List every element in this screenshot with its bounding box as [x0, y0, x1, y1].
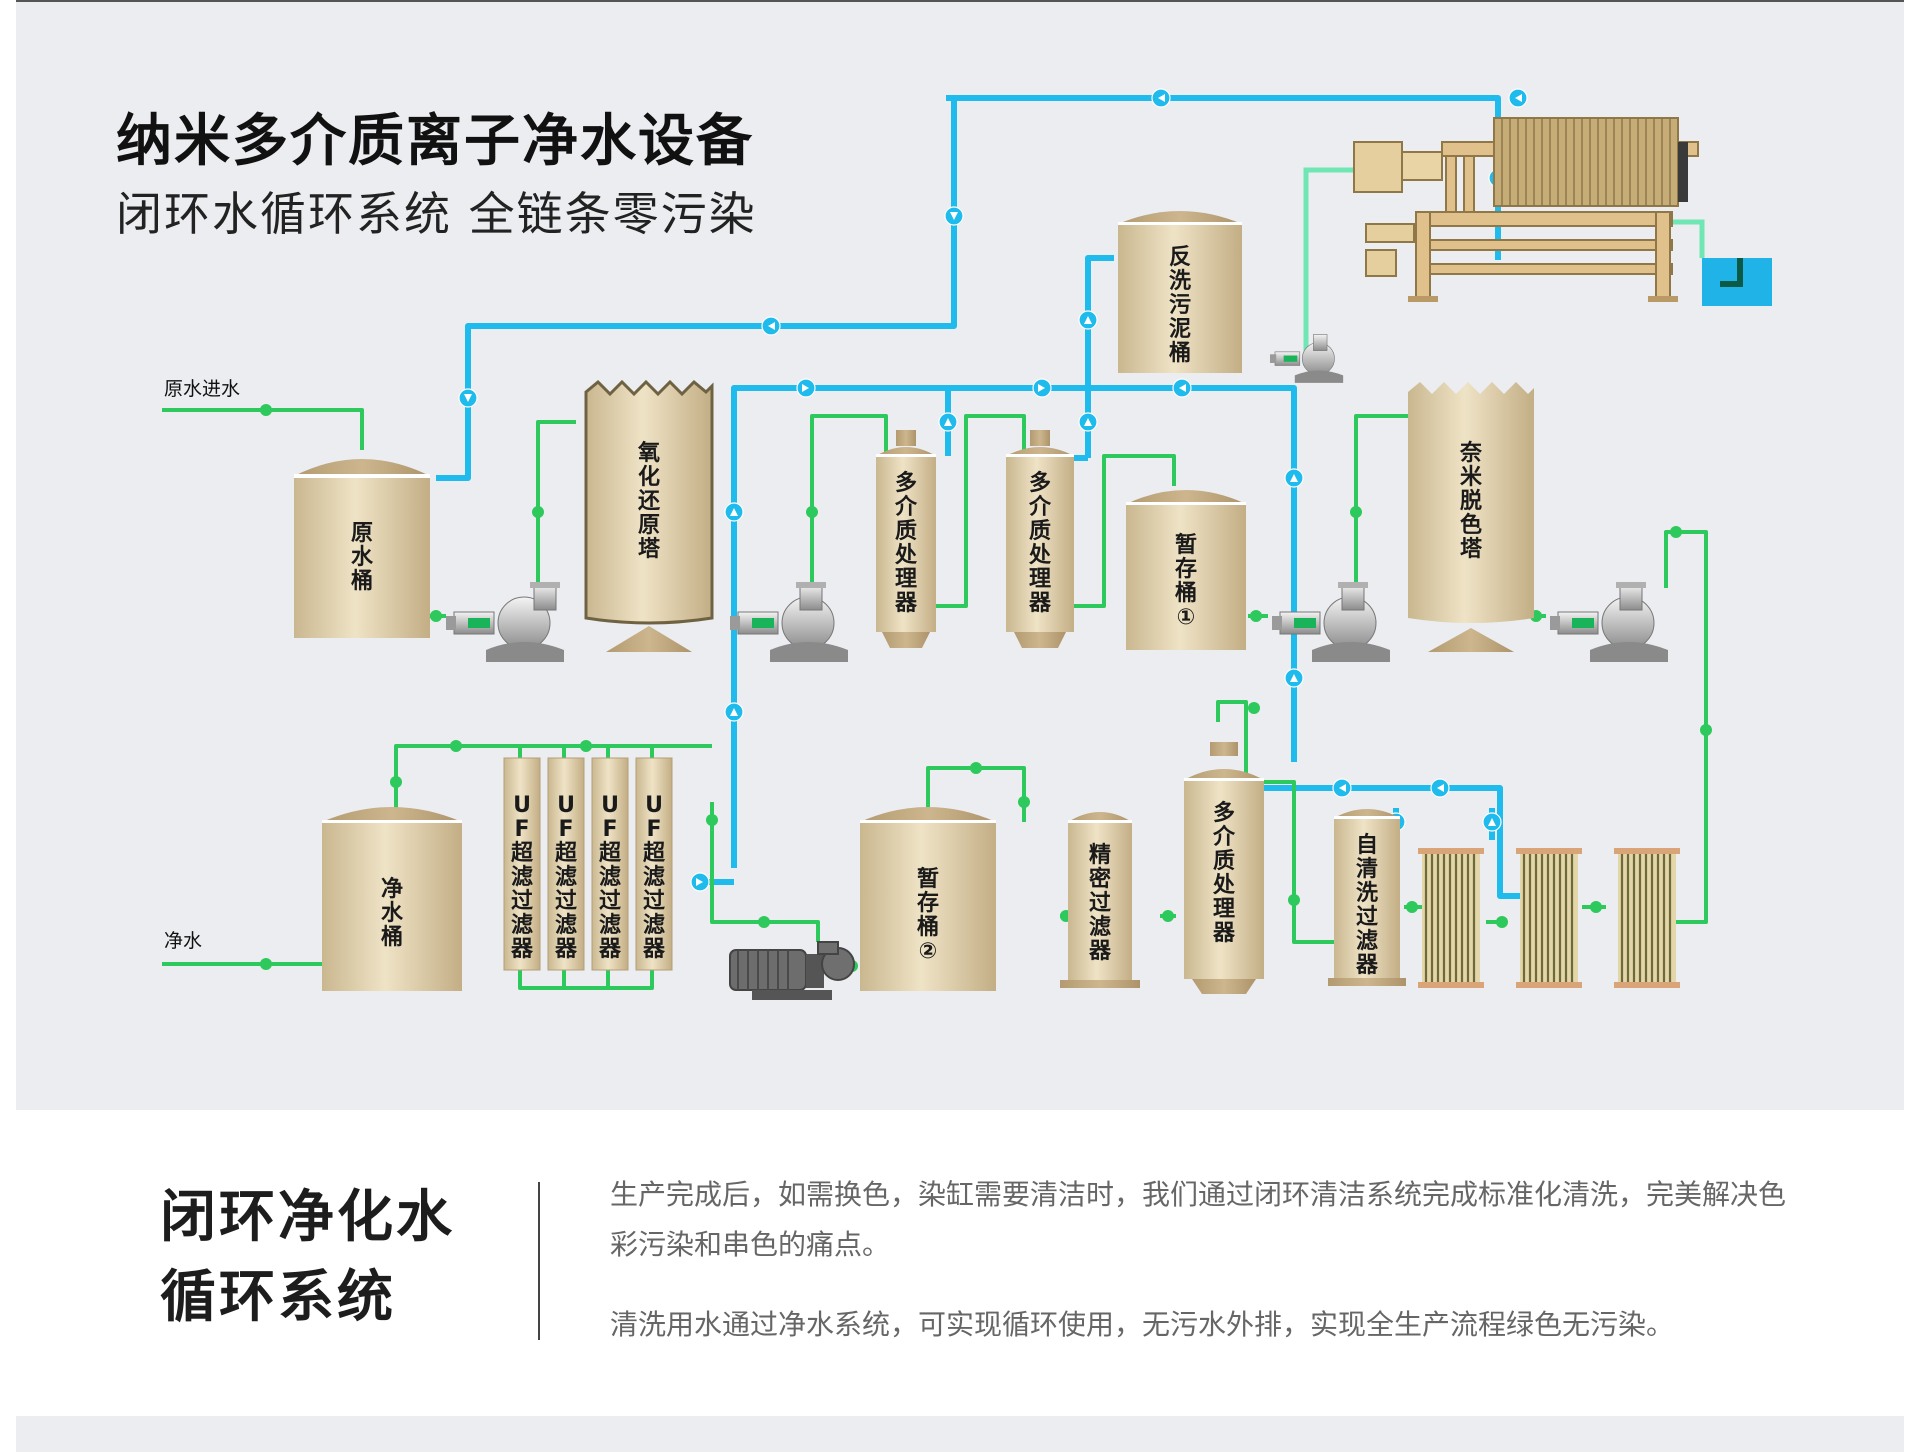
section-heading: 闭环净化水 循环系统	[160, 1178, 455, 1338]
flow-arrow-heads-blue	[464, 94, 1522, 886]
equipment-label-buffer-1: 暂存桶①	[1174, 533, 1197, 630]
equipment-label-uf-3: UF超滤过滤器	[598, 793, 621, 962]
equipment-label-media-1: 多介质处理器	[894, 471, 917, 616]
raw-inlet-label: 原水进水	[164, 378, 241, 400]
diagram-canvas	[162, 88, 1772, 1000]
uf-filters	[503, 757, 673, 971]
section-divider	[538, 1182, 540, 1340]
equipment-label-media-3: 多介质处理器	[1212, 801, 1235, 946]
description-section: 闭环净化水 循环系统 生产完成后，如需换色，染缸需要清洁时，我们通过闭环清洁系统…	[0, 1110, 1920, 1416]
equipment-label-backwash-tank: 反洗污泥桶	[1168, 245, 1191, 366]
self-clean-filter	[1328, 809, 1406, 986]
collection-tank	[1702, 258, 1772, 306]
centrifugal-pumps	[446, 334, 1668, 662]
membrane-modules	[1418, 848, 1680, 988]
redox-tower	[584, 379, 714, 652]
equipment-label-clean-tank: 净水桶	[380, 877, 403, 950]
precision-filter	[1060, 812, 1140, 988]
buffer-tank-2	[860, 807, 996, 991]
description-paragraph-1: 生产完成后，如需换色，染缸需要清洁时，我们通过闭环清洁系统完成标准化清洗，完美解…	[610, 1178, 1787, 1261]
backwash-tank	[1118, 211, 1242, 373]
section-heading-line1: 闭环净化水	[160, 1185, 455, 1250]
equipment-label-buffer-2: 暂存桶②	[916, 867, 939, 964]
description-paragraph-2: 清洗用水通过净水系统，可实现循环使用，无污水外排，实现全生产流程绿色无污染。	[610, 1308, 1675, 1341]
equipment-label-nano-tower: 奈米脱色塔	[1459, 441, 1482, 562]
buffer-tank-1	[1126, 490, 1246, 650]
top-rule	[16, 0, 1904, 2]
equipment-label-uf-2: UF超滤过滤器	[554, 793, 577, 962]
clean-tank	[322, 807, 462, 991]
equipment-label-precision: 精密过滤器	[1088, 843, 1111, 964]
page-subtitle: 闭环水循环系统 全链条零污染	[116, 187, 757, 241]
motor-pump	[729, 941, 855, 1000]
media-processor-1	[876, 430, 936, 648]
process-diagram: 纳米多介质离子净水设备 闭环水循环系统 全链条零污染 原水进水 净水 原水桶 氧化…	[16, 2, 1904, 1110]
page-title: 纳米多介质离子净水设备	[116, 109, 754, 174]
equipment-label-uf-1: UF超滤过滤器	[510, 793, 533, 962]
equipment-label-self-clean: 自清洗过滤器	[1355, 833, 1378, 978]
section-heading-line2: 循环系统	[160, 1265, 396, 1330]
raw-tank	[294, 459, 430, 638]
media-processor-2	[1006, 430, 1074, 648]
equipment-label-media-2: 多介质处理器	[1028, 471, 1051, 616]
equipment-label-raw-tank: 原水桶	[350, 521, 373, 594]
equipment-label-redox-tower: 氧化还原塔	[637, 441, 660, 562]
equipment-label-uf-4: UF超滤过滤器	[642, 793, 665, 962]
footer-band	[16, 1416, 1904, 1452]
media-processor-3	[1184, 742, 1264, 994]
nano-decolor-tower	[1408, 382, 1534, 652]
filter-press	[1353, 117, 1699, 302]
clean-outlet-label: 净水	[164, 930, 203, 952]
